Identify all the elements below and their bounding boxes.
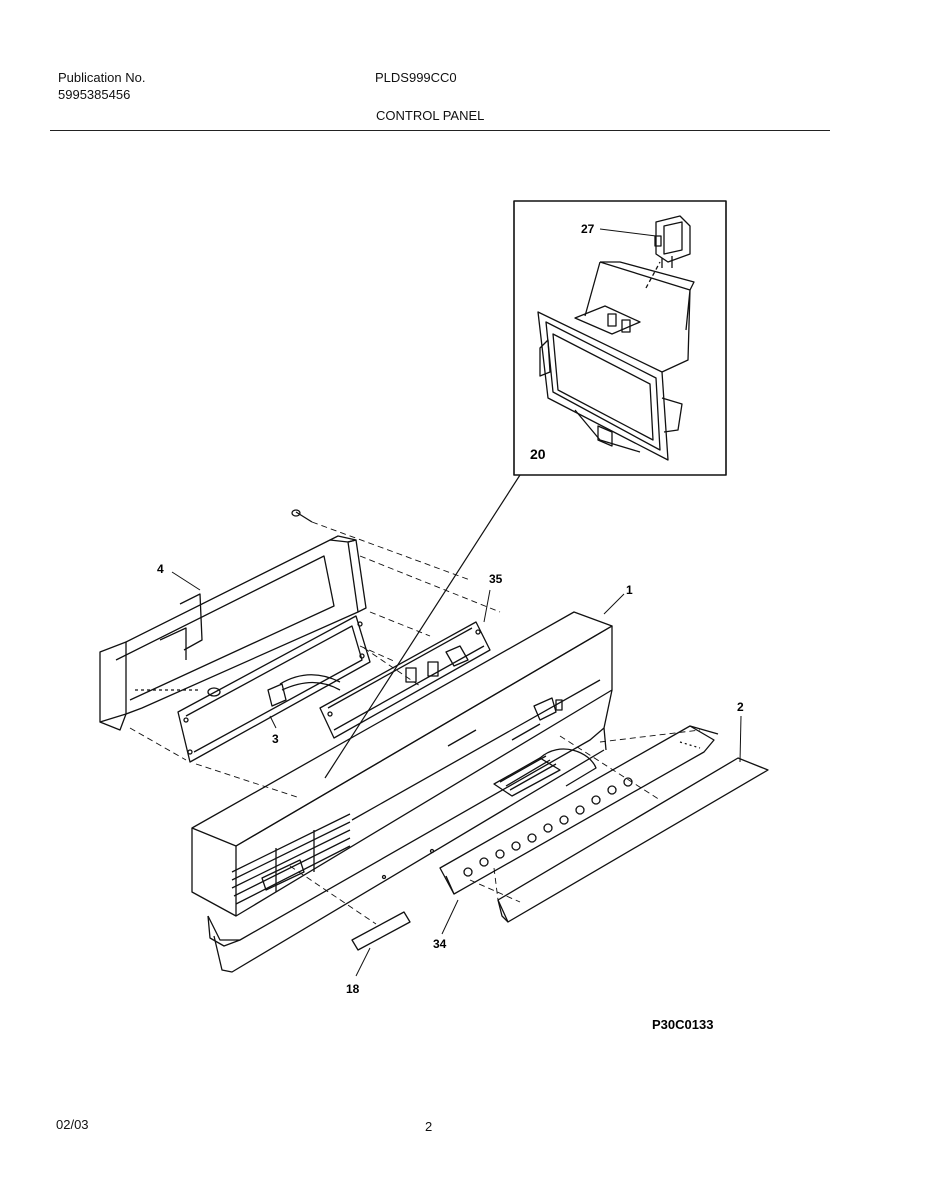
part-18-label [351,911,411,951]
header-divider [50,130,830,131]
callout-20: 20 [530,446,546,462]
section-title: CONTROL PANEL [376,108,485,123]
part-20-switch-housing [537,261,695,461]
callout-35: 35 [489,572,503,586]
publication-number: 5995385456 [58,87,131,102]
footer-date: 02/03 [56,1117,89,1132]
callout-1: 1 [626,583,633,597]
callout-18: 18 [346,982,360,996]
screw [291,509,313,523]
callout-2: 2 [737,700,744,714]
assembly-lines [129,521,701,925]
callout-3: 3 [272,732,279,746]
part-27-switch [654,215,691,268]
callout-27: 27 [581,222,595,236]
part-34-overlay [439,725,719,895]
publication-label: Publication No. [58,70,146,85]
part-3-circuit-board [135,615,371,763]
callout-4: 4 [157,562,164,576]
part-2-trim-strip [497,757,769,923]
callout-34: 34 [433,937,447,951]
leader-lines [171,571,742,977]
part-35-bracket [319,621,491,739]
model-number: PLDS999CC0 [375,70,457,85]
page-number: 2 [425,1119,433,1134]
figure-code: P30C0133 [652,1017,713,1032]
part-4-rear-housing [99,535,367,731]
detail-inset [513,200,727,476]
part-1-console-panel [191,611,613,973]
